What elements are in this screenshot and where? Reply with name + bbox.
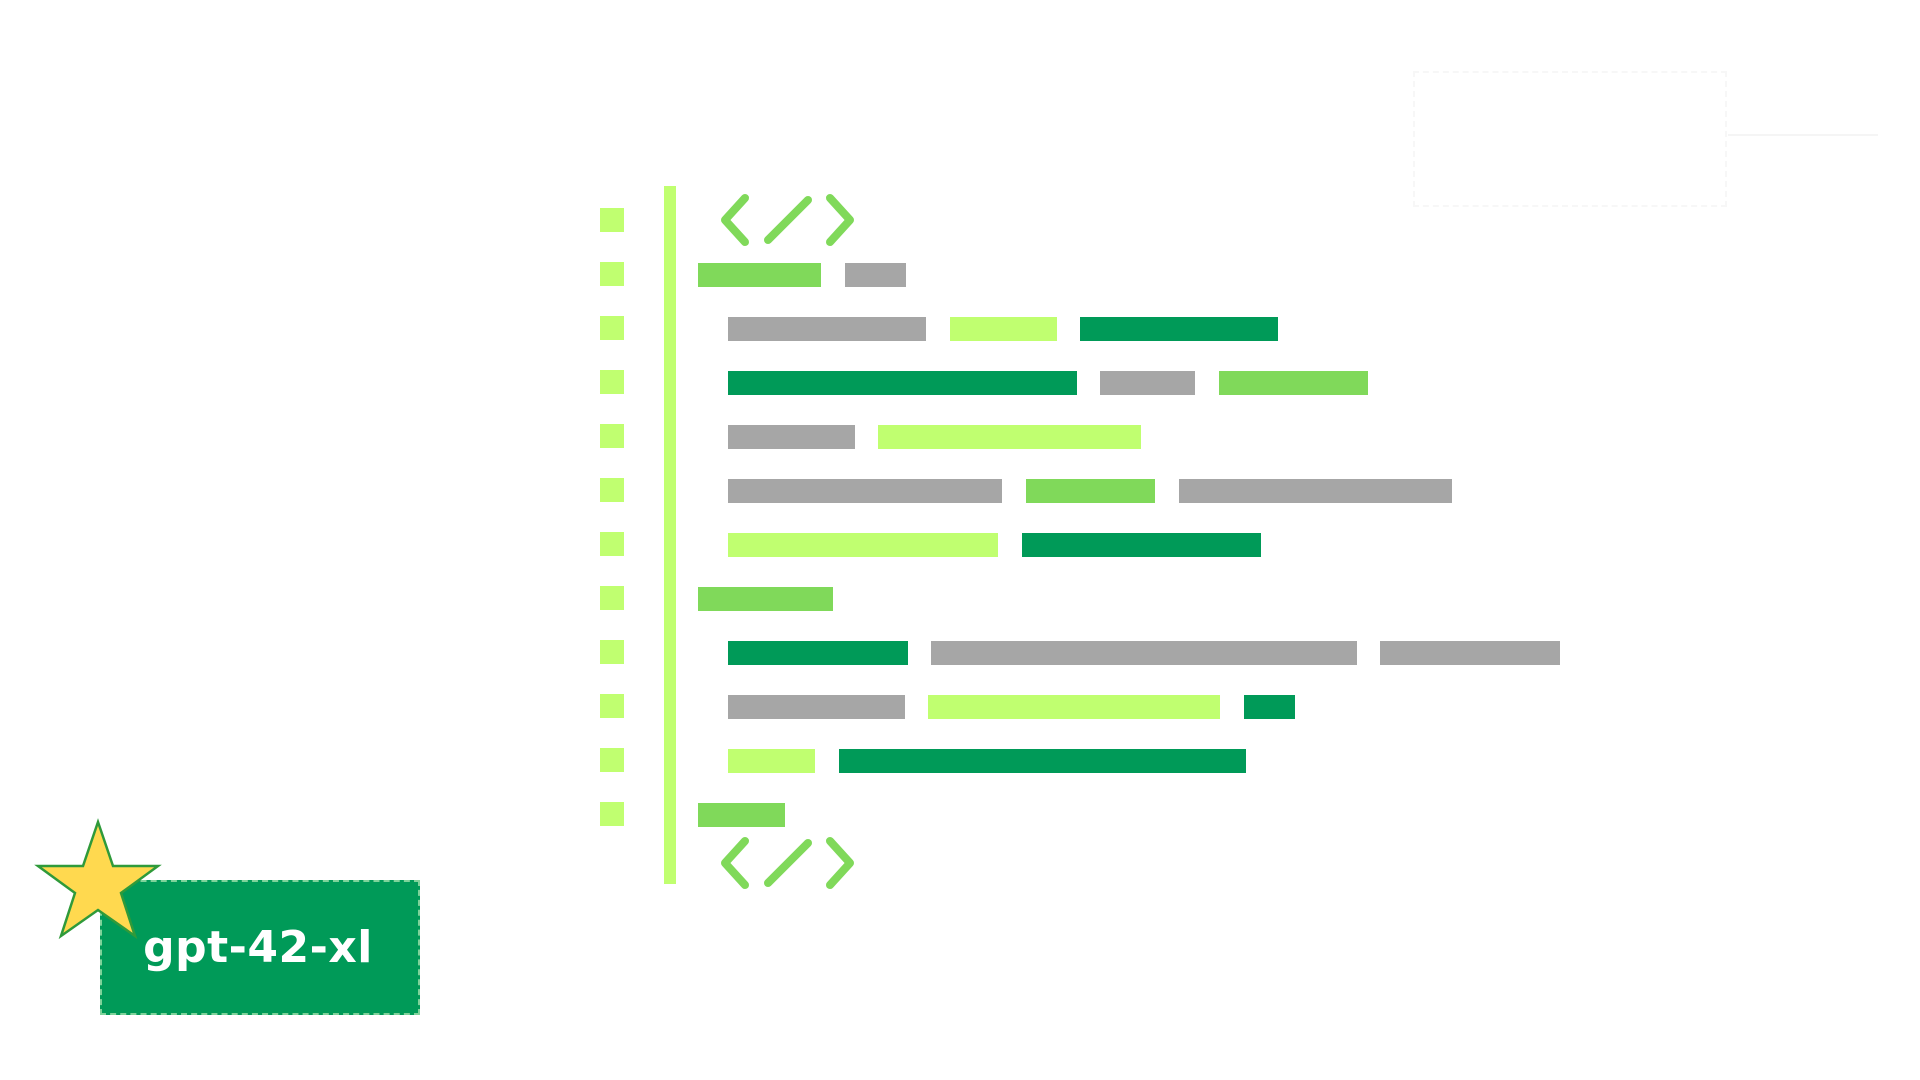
code-token-bar [1080,317,1278,341]
code-token-bar [1100,371,1195,395]
code-token-bar [1026,479,1155,503]
line-marker [600,694,624,718]
line-marker [600,586,624,610]
star-icon [34,818,162,940]
code-token-bar [728,479,1002,503]
code-token-bar [728,641,908,665]
code-brackets-icon-top [721,194,854,246]
code-token-bar [728,695,905,719]
line-marker [600,424,624,448]
code-token-bar [931,641,1357,665]
line-marker [600,478,624,502]
code-token-bar [1179,479,1452,503]
code-token-bar [728,749,815,773]
code-token-bar [839,749,1246,773]
line-marker [600,640,624,664]
code-brackets-icon-bottom [721,837,854,889]
gutter-divider [664,186,676,884]
line-number-markers [600,208,624,826]
faint-connector-line [1728,134,1878,136]
line-marker [600,316,624,340]
code-token-bar [1022,533,1261,557]
code-token-bar [728,317,926,341]
code-token-bar [698,263,821,287]
line-marker [600,208,624,232]
code-token-bar [878,425,1141,449]
code-token-bar [728,533,998,557]
code-token-bar [928,695,1220,719]
code-token-bars [698,263,1560,827]
code-token-bar [728,425,855,449]
code-token-bar [698,803,785,827]
code-token-bar [728,371,1077,395]
line-marker [600,262,624,286]
code-token-bar [1219,371,1368,395]
code-token-bar [1380,641,1560,665]
code-token-bar [950,317,1057,341]
faint-callout-box [1413,71,1727,207]
line-marker [600,532,624,556]
code-token-bar [1244,695,1295,719]
code-token-bar [698,587,833,611]
code-token-bar [845,263,906,287]
line-marker [600,748,624,772]
model-badge: gpt-42-xl [100,880,420,1015]
line-marker [600,370,624,394]
line-marker [600,802,624,826]
model-badge-label: gpt-42-xl [143,922,373,973]
